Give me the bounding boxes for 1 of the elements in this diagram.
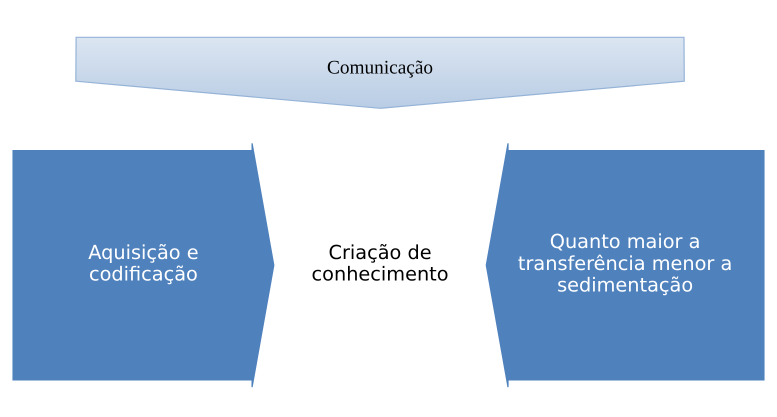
node-text: Criação de conhecimento [312,240,449,286]
